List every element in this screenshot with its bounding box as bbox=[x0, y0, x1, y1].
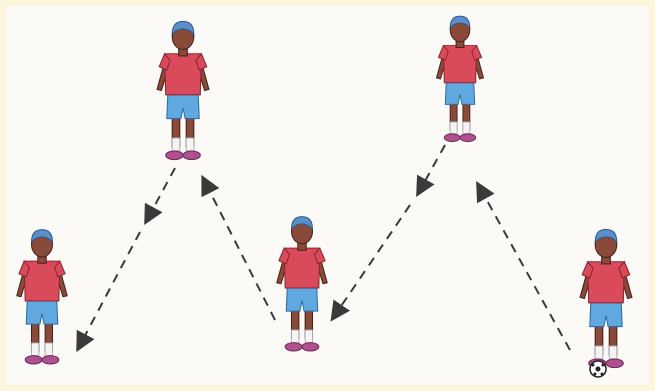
paper-background bbox=[6, 6, 649, 385]
football-icon bbox=[590, 361, 606, 377]
